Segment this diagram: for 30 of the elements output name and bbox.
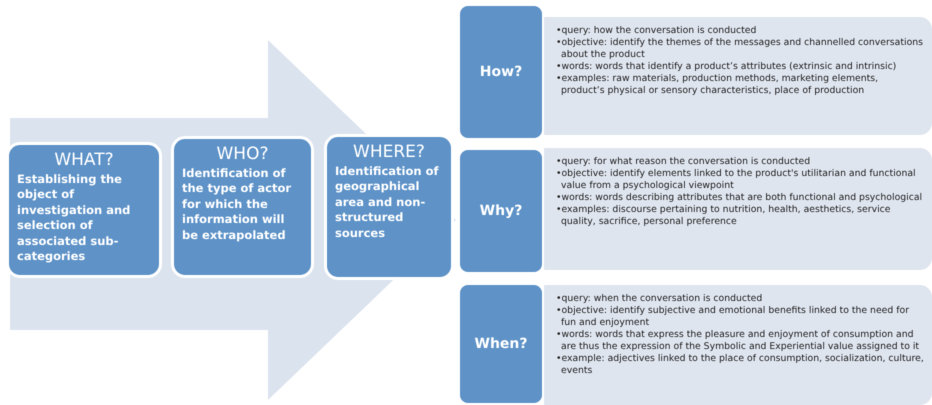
box-heading: WHAT? (53, 151, 115, 170)
bullet-item: •objective: identify subjective and emotional benefits linked to the need for fun and enjoyment (556, 305, 910, 330)
bullet-item: •words: words that identify a product’s attributes (extrinsic and intrinsic) (556, 61, 898, 74)
bullet-item: •examples: discourse pertaining to nutrition, health, aesthetics, service quality, sacrifice, personal preference (556, 204, 892, 228)
box-heading: WHO? (216, 145, 270, 164)
box-heading: How? (480, 64, 522, 80)
description-panel (544, 148, 932, 270)
box-heading: When? (474, 336, 528, 352)
process-box (324, 134, 454, 280)
bullet-item: •objective: identify the themes of the messages and channelled conversations about the product (556, 37, 924, 62)
heading-box (458, 283, 544, 405)
box-heading: WHERE? (352, 143, 426, 162)
bullet-item: •query: for what reason the conversation is conducted (556, 156, 812, 168)
box-description: Identification of the type of actor for which the information will be extrapolated (182, 166, 292, 244)
bullet-item: •words: words that express the pleasure and enjoyment of consumption and are thus the expression of the Symbolic and Experiential value assigned to it (556, 329, 920, 354)
bullet-item: •words: words describing attributes that are both functional and psychological (556, 192, 924, 204)
heading-box (458, 4, 544, 140)
bullet-item: •objective: identify elements linked to the product's utilitarian and functional value from a psychological viewpoint (556, 168, 917, 192)
description-panel (544, 17, 932, 135)
bullet-item: •examples: raw materials, production methods, marketing elements, product’s physical or sensory characteristics, place of production (556, 73, 880, 98)
bullet-item: •example: adjectives linked to the place of consumption, socialization, culture, events (556, 353, 924, 378)
process-box (6, 142, 162, 278)
bullet-item: •query: when the conversation is conducted (556, 293, 764, 306)
bullet-item: •query: how the conversation is conducted (556, 25, 758, 38)
box-heading: Why? (480, 203, 522, 219)
process-box (171, 136, 314, 278)
box-description: Identification of geographical area and non-structured sources (335, 164, 440, 242)
heading-box (458, 148, 544, 274)
box-description: Establishing the object of investigation and selection of associated sub-categories (17, 172, 132, 265)
description-panel (544, 285, 932, 405)
